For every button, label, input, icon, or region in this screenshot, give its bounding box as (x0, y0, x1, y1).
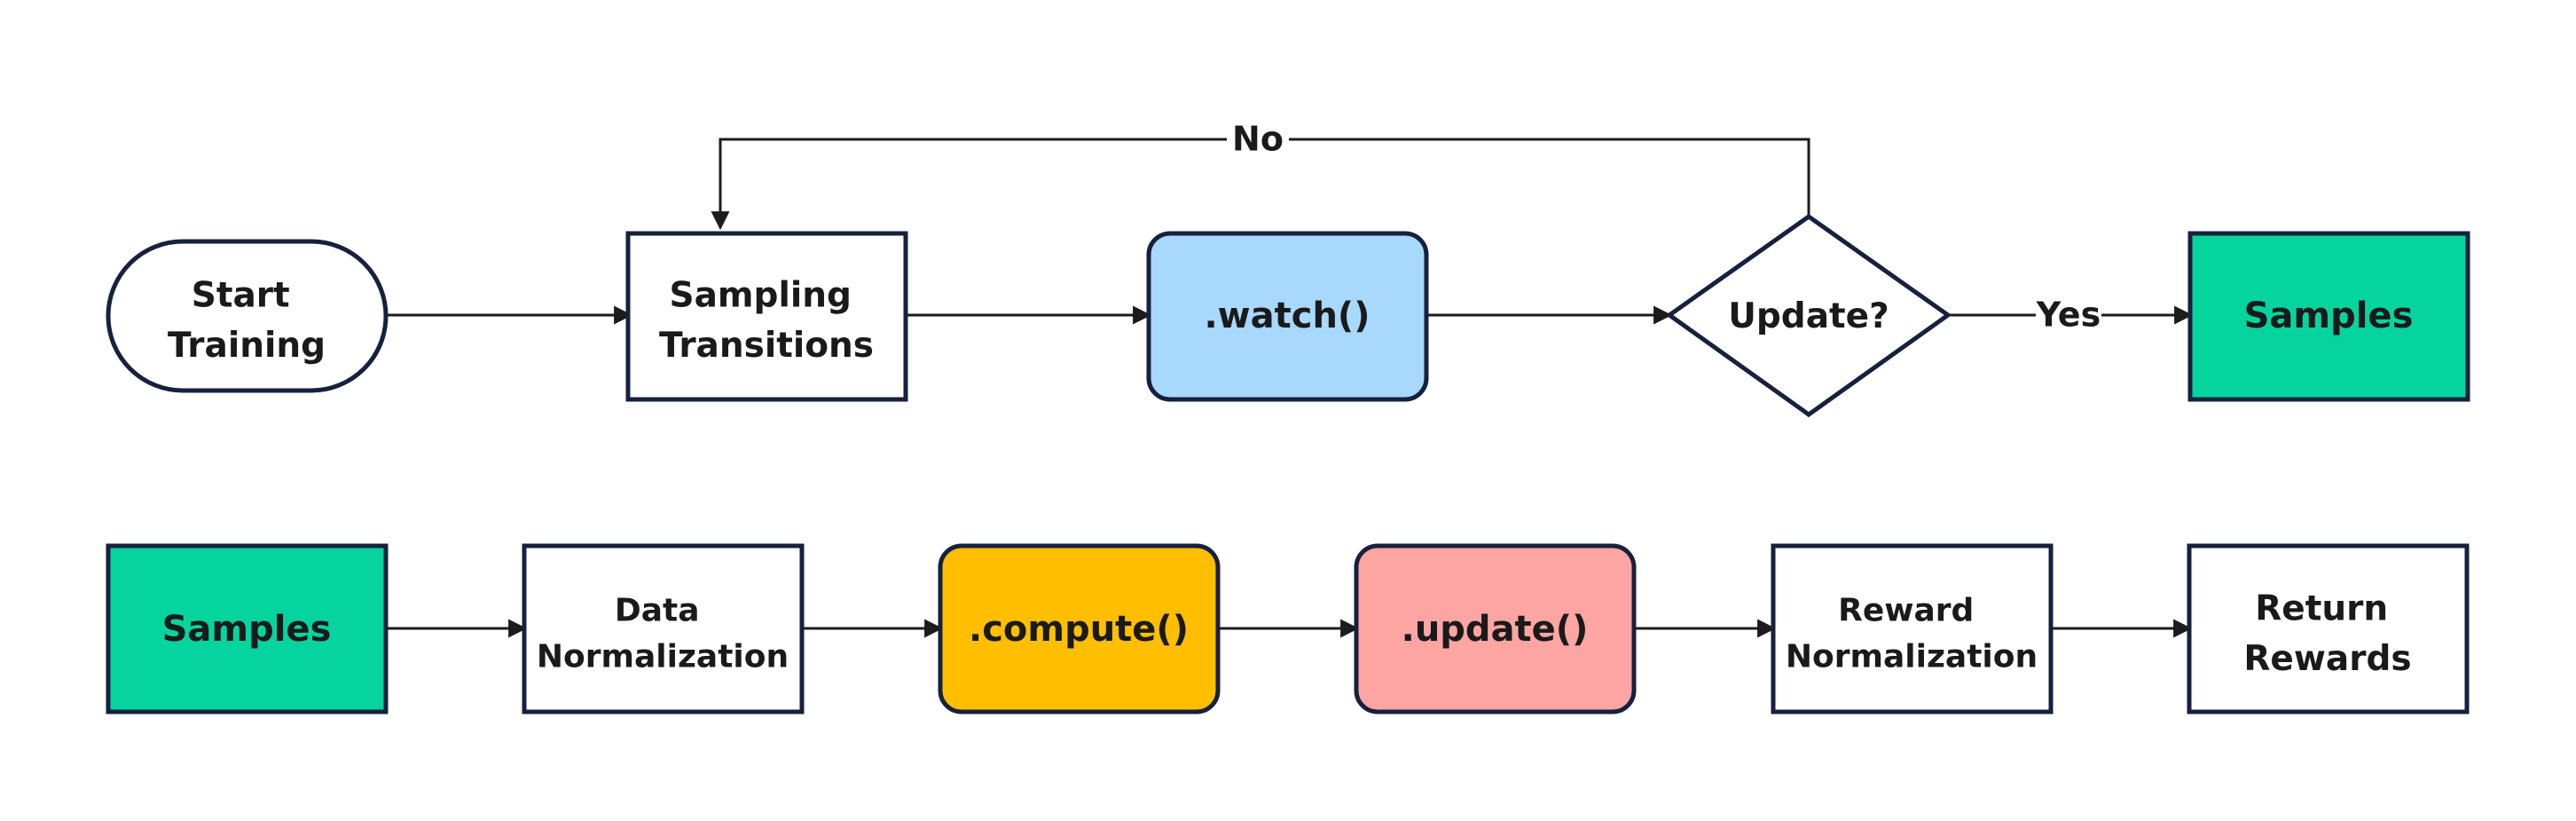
node-reward-normalization[interactable]: Reward Normalization (1771, 543, 2054, 714)
node-sampling-transitions[interactable]: Sampling Transitions (625, 231, 908, 402)
node-start-training[interactable]: Start Training (106, 239, 389, 393)
compute-label: .compute() (969, 609, 1189, 650)
node-return-rewards[interactable]: Return Rewards (2187, 543, 2470, 714)
reward-normalization-label: Reward Normalization (1786, 592, 2038, 675)
samples-bottom-label: Samples (162, 609, 332, 650)
start-training-label: Start Training (168, 275, 326, 366)
node-samples-bottom[interactable]: Samples (106, 543, 389, 714)
watch-label: .watch() (1204, 296, 1370, 336)
return-rewards-shape (2187, 543, 2470, 714)
data-normalization-shape (522, 543, 805, 714)
watch-shape (1146, 231, 1429, 402)
no-label-bg (1227, 118, 1289, 161)
samples-bottom-shape (106, 543, 389, 714)
update-decision-shape (1665, 213, 1952, 418)
start-training-shape (106, 239, 389, 393)
compute-shape (938, 543, 1221, 714)
sampling-transitions-label: Sampling Transitions (659, 275, 874, 366)
node-data-normalization[interactable]: Data Normalization (522, 543, 805, 714)
data-normalization-label: Data Normalization (537, 592, 789, 675)
update-call-label: .update() (1402, 609, 1589, 650)
node-samples-top[interactable]: Samples (2187, 231, 2470, 402)
node-update-decision[interactable]: Update? (1665, 213, 1952, 418)
edge-label-no: No (1232, 120, 1284, 159)
samples-top-label: Samples (2244, 296, 2414, 336)
yes-label-bg (2036, 294, 2101, 336)
node-watch[interactable]: .watch() (1146, 231, 1429, 402)
node-update-call[interactable]: .update() (1354, 543, 1637, 714)
node-compute[interactable]: .compute() (938, 543, 1221, 714)
samples-top-shape (2187, 231, 2470, 402)
update-decision-label: Update? (1728, 296, 1889, 336)
update-call-shape (1354, 543, 1637, 714)
edge-label-yes: Yes (2036, 296, 2101, 335)
nodes-layer: Start Training Sampling Transitions .wat… (106, 213, 2470, 714)
return-rewards-label: Return Rewards (2243, 588, 2411, 679)
edge-labels: No Yes (1227, 118, 2101, 336)
reward-normalization-shape (1771, 543, 2054, 714)
sampling-transitions-shape (625, 231, 908, 402)
